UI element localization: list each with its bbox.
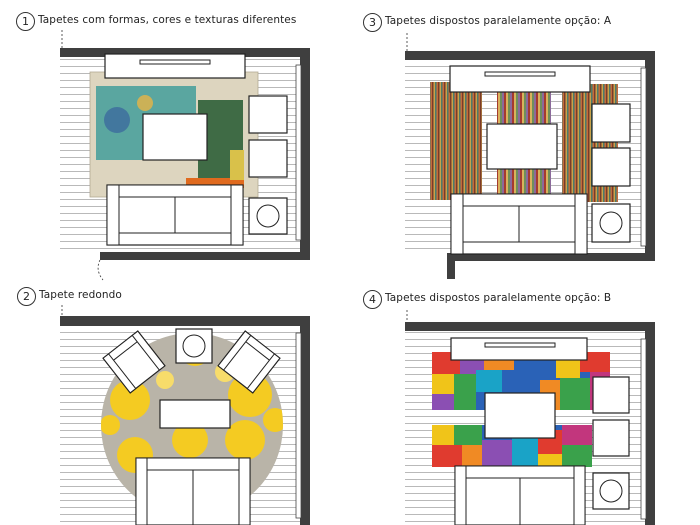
door-swing: [97, 259, 104, 281]
sofa: [450, 193, 588, 255]
wall-top: [60, 48, 310, 57]
panel-3-number: 3: [363, 13, 382, 32]
window: [640, 338, 647, 520]
window: [295, 64, 302, 241]
armchair: [591, 103, 631, 143]
panel-1-number: 1: [16, 12, 35, 31]
sofa: [135, 457, 251, 525]
rug-motif: [137, 95, 153, 111]
panel-4-caption: Tapetes dispostos paralelamente opção: B: [385, 292, 612, 304]
tv: [484, 71, 556, 77]
wall-bottom: [447, 253, 655, 261]
panel-2-plan: [60, 305, 310, 525]
wall-right: [645, 51, 655, 261]
sofa: [454, 465, 586, 525]
window: [295, 332, 302, 519]
coffee-table: [486, 123, 558, 170]
panel-3-plan: [405, 33, 655, 279]
striped-runner: [430, 82, 482, 200]
lamp: [599, 479, 623, 503]
colour-block-runner: [432, 425, 592, 467]
armchair: [102, 330, 166, 394]
armchair: [217, 330, 281, 394]
armchair: [592, 419, 630, 457]
armchair: [592, 376, 630, 414]
tv: [139, 59, 211, 65]
panel-1-caption: Tapetes com formas, cores e texturas dif…: [38, 14, 297, 26]
yellow-rug-band: [230, 150, 244, 180]
coffee-table: [484, 392, 556, 439]
lamp: [256, 204, 280, 228]
coffee-table: [142, 113, 208, 161]
sofa: [106, 184, 244, 246]
orange-rug-band: [186, 178, 244, 188]
panel-2-number: 2: [17, 287, 36, 306]
lamp: [599, 211, 623, 235]
panel-4-number: 4: [363, 290, 382, 309]
armchair: [248, 95, 288, 134]
tv-console: [450, 337, 588, 361]
rug-motif: [104, 107, 130, 133]
armchair: [248, 139, 288, 178]
wall-top: [60, 316, 310, 326]
tv: [484, 342, 556, 348]
window: [640, 67, 647, 247]
wall-top: [405, 51, 655, 60]
panel-4-plan: [405, 310, 655, 525]
wall-bottom: [100, 252, 310, 260]
panel-2-caption: Tapete redondo: [39, 289, 122, 301]
coffee-table: [159, 399, 231, 429]
wall-right: [300, 48, 310, 253]
wall-top: [405, 322, 655, 331]
armchair: [591, 147, 631, 187]
panel-3-caption: Tapetes dispostos paralelamente opção: A: [385, 15, 612, 27]
lamp: [182, 334, 206, 358]
tv-console: [104, 53, 246, 79]
wall-right: [645, 322, 655, 525]
wall-right: [300, 316, 310, 525]
panel-1-plan: [60, 30, 310, 281]
tv-console: [449, 65, 591, 93]
door-jamb: [447, 253, 455, 279]
